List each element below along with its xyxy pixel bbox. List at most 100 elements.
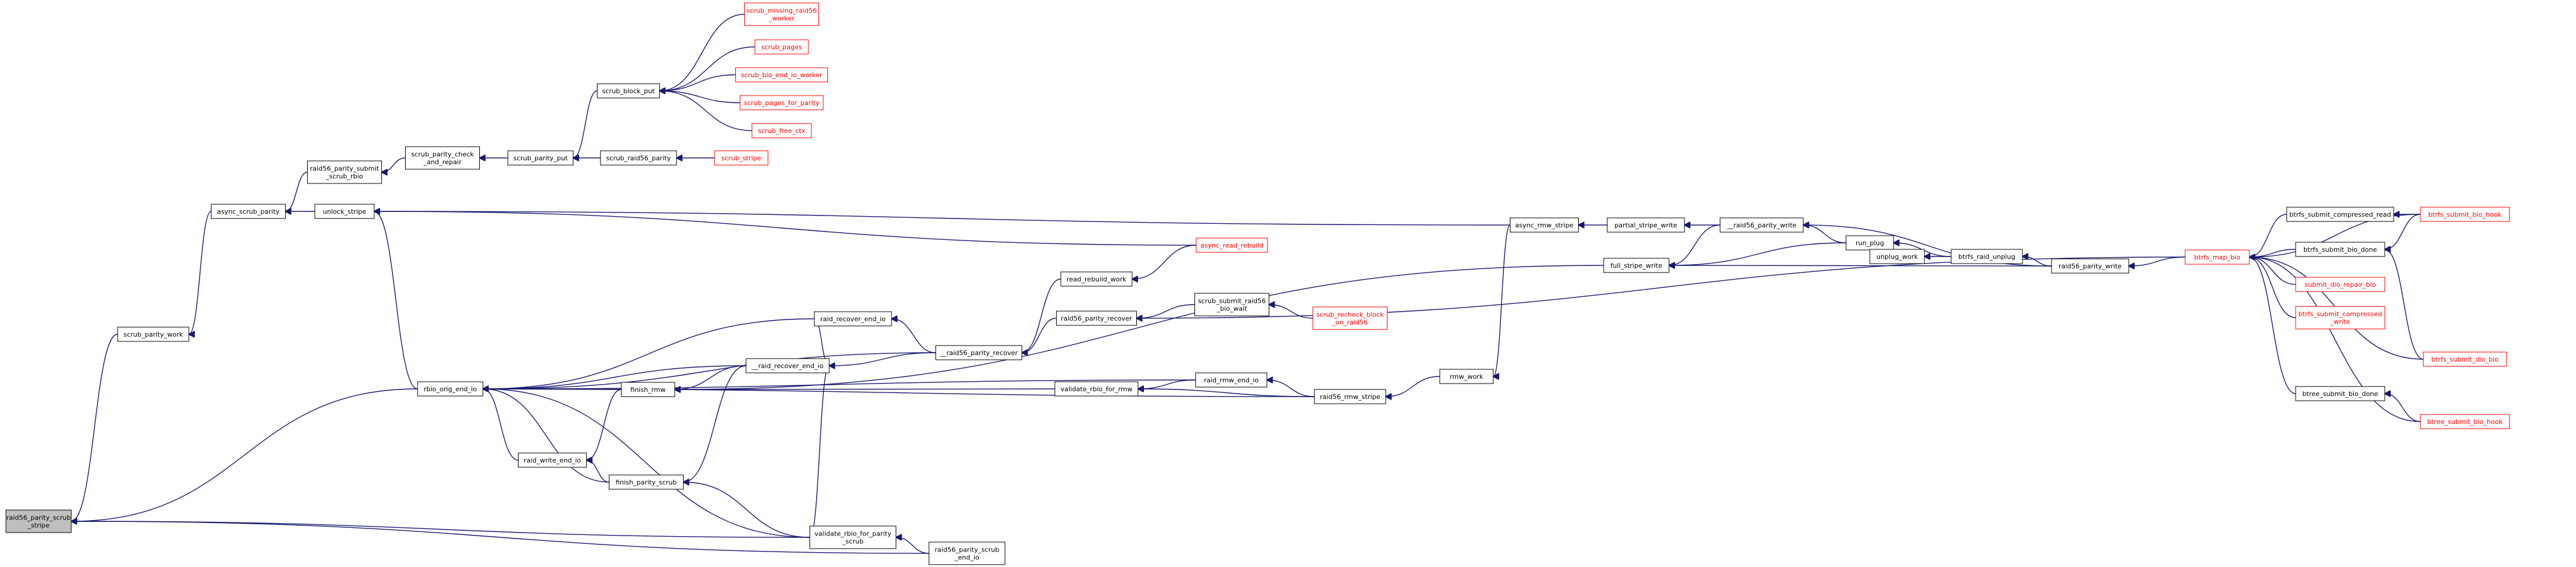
function-node-run-plug[interactable]: run_plug — [1845, 235, 1894, 251]
node-label: full_stripe_write — [1611, 262, 1662, 270]
node-label: scrub_pages — [761, 43, 802, 51]
function-node-btrfs-map-bio[interactable]: btrfs_map_bio — [2185, 249, 2250, 265]
function-node-raid-recover-end-io[interactable]: __raid_recover_end_io — [745, 358, 830, 373]
node-box — [2423, 351, 2507, 367]
node-box — [735, 67, 828, 83]
function-node-rmw-work[interactable]: rmw_work — [1439, 369, 1494, 384]
node-box — [1510, 217, 1579, 233]
node-box — [597, 83, 660, 99]
node-box — [1951, 249, 2023, 264]
function-node-raid56-parity-scrub-stripe[interactable]: raid56_parity_scrub_stripe — [5, 509, 72, 533]
function-node-raid56-parity-recover[interactable]: raid56_parity_recover — [1056, 311, 1137, 326]
function-node-scrub-raid56-parity[interactable]: scrub_raid56_parity — [600, 150, 677, 166]
function-node-raid56-parity-write[interactable]: raid56_parity_write — [2051, 258, 2129, 274]
node-label: scrub_missing_raid56 — [747, 7, 817, 15]
node-label: btrfs_map_bio — [2194, 254, 2240, 261]
function-node-scrub-parity-put[interactable]: scrub_parity_put — [507, 150, 574, 166]
node-box — [2295, 386, 2385, 401]
call-edge — [1022, 278, 1061, 353]
function-node-scrub-submit-raid56-bio-wait[interactable]: scrub_submit_raid56_bio_wait — [1194, 293, 1269, 316]
node-label: unplug_work — [1876, 253, 1918, 261]
call-edge — [483, 389, 609, 483]
function-node-scrub-free-ctx[interactable]: scrub_free_ctx — [751, 123, 812, 138]
call-edge — [896, 537, 930, 554]
function-node-btrfs-raid-unplug[interactable]: btrfs_raid_unplug — [1951, 249, 2023, 264]
function-node-submit-dio-repair-bio[interactable]: submit_dio_repair_bio — [2295, 277, 2385, 292]
function-node-full-stripe-write[interactable]: full_stripe_write — [1603, 258, 1670, 273]
function-node-raid-recover-end-io[interactable]: raid_recover_end_io — [814, 311, 892, 327]
function-node-async-rmw-stripe[interactable]: async_rmw_stripe — [1510, 217, 1579, 233]
function-node-scrub-parity-work[interactable]: scrub_parity_work — [117, 327, 189, 342]
function-node-btrfs-submit-compressed-write[interactable]: btrfs_submit_compressed_write — [2295, 306, 2385, 330]
function-node-partial-stripe-write[interactable]: partial_stripe_write — [1607, 217, 1685, 233]
call-edge — [684, 482, 810, 538]
function-node-unplug-work[interactable]: unplug_work — [1869, 249, 1925, 264]
function-node-raid-rmw-end-io[interactable]: raid_rmw_end_io — [1195, 372, 1268, 388]
call-edge — [483, 389, 519, 461]
function-node-scrub-missing-raid56-worker[interactable]: scrub_missing_raid56_worker — [744, 2, 819, 26]
call-edge — [1267, 380, 1315, 397]
node-box — [810, 525, 896, 549]
function-node-btree-submit-bio-done[interactable]: btree_submit_bio_done — [2295, 386, 2385, 401]
function-node-raid56-rmw-stripe[interactable]: raid56_rmw_stripe — [1314, 389, 1386, 404]
function-node-btrfs-submit-bio-done[interactable]: btrfs_submit_bio_done — [2295, 242, 2385, 257]
call-edge — [2249, 257, 2296, 394]
function-node-raid56-parity-submit-scrub-rbio[interactable]: raid56_parity_submit_scrub_rbio — [307, 160, 382, 184]
function-node-btree-submit-bio-hook[interactable]: btree_submit_bio_hook — [2420, 414, 2510, 429]
function-node-raid56-parity-scrub-end-io[interactable]: raid56_parity_scrub_end_io — [928, 541, 1006, 565]
node-label: _and_repair — [423, 159, 462, 166]
node-label: rbio_orig_end_io — [423, 385, 477, 393]
node-box — [609, 474, 684, 490]
node-label: submit_dio_repair_bio — [2305, 281, 2376, 289]
node-box — [2051, 258, 2129, 274]
function-node-scrub-pages[interactable]: scrub_pages — [754, 39, 809, 55]
function-node-raid56-parity-write[interactable]: __raid56_parity_write — [1720, 217, 1804, 233]
node-box — [1054, 381, 1139, 397]
call-edge — [374, 211, 1197, 246]
call-edge — [2022, 256, 2052, 267]
function-node-btrfs-submit-bio-hook[interactable]: btrfs_submit_bio_hook — [2420, 207, 2510, 222]
function-node-scrub-block-put[interactable]: scrub_block_put — [597, 83, 660, 99]
function-node-raid56-parity-recover[interactable]: __raid56_parity_recover — [935, 345, 1022, 360]
call-edge — [2385, 214, 2421, 249]
call-edge — [660, 91, 753, 131]
node-label: raid_write_end_io — [524, 457, 581, 464]
function-node-validate-rbio-for-rmw[interactable]: validate_rbio_for_rmw — [1054, 381, 1139, 397]
node-label: _end_io — [954, 554, 979, 562]
node-label: raid56_parity_recover — [1061, 315, 1133, 322]
node-label: finish_rmw — [630, 386, 665, 394]
node-box — [2420, 207, 2510, 222]
function-node-read-rebuild-work[interactable]: read_rebuild_work — [1060, 271, 1133, 287]
call-edge — [660, 46, 756, 91]
node-box — [935, 345, 1022, 360]
function-node-unlock-stripe[interactable]: unlock_stripe — [314, 204, 375, 219]
call-edge — [374, 211, 1510, 226]
function-node-scrub-bio-end-io-worker[interactable]: scrub_bio_end_io_worker — [735, 67, 828, 83]
function-node-finish-parity-scrub[interactable]: finish_parity_scrub — [609, 474, 684, 490]
node-label: async_read_rebuild — [1200, 242, 1263, 249]
node-label: validate_rbio_for_parity — [814, 530, 892, 538]
function-node-async-scrub-parity[interactable]: async_scrub_parity — [211, 204, 286, 219]
function-node-rbio-orig-end-io[interactable]: rbio_orig_end_io — [417, 381, 483, 397]
node-box — [600, 150, 677, 166]
function-node-scrub-stripe[interactable]: scrub_stripe — [714, 150, 769, 166]
function-node-scrub-pages-for-parity[interactable]: scrub_pages_for_parity — [739, 95, 824, 110]
function-node-validate-rbio-for-parity-scrub[interactable]: validate_rbio_for_parity_scrub — [810, 525, 896, 549]
call-edge — [483, 318, 815, 389]
node-label: raid_recover_end_io — [820, 315, 886, 323]
function-node-scrub-recheck-block-on-raid56[interactable]: scrub_recheck_block_on_raid56 — [1313, 306, 1387, 330]
node-box — [417, 381, 483, 397]
function-node-finish-rmw[interactable]: finish_rmw — [621, 382, 675, 397]
function-node-btrfs-submit-compressed-read[interactable]: btrfs_submit_compressed_read — [2286, 207, 2394, 222]
node-label: async_scrub_parity — [217, 208, 280, 216]
function-node-raid-write-end-io[interactable]: raid_write_end_io — [518, 452, 587, 468]
call-edge — [1386, 376, 1440, 397]
function-node-async-read-rebuild[interactable]: async_read_rebuild — [1196, 237, 1268, 253]
call-edge — [660, 74, 736, 91]
function-node-scrub-parity-check-and-repair[interactable]: scrub_parity_check_and_repair — [405, 146, 480, 170]
node-label: _stripe — [27, 522, 50, 530]
node-label: __raid56_parity_write — [1726, 221, 1796, 229]
function-node-btrfs-submit-dio-bio[interactable]: btrfs_submit_dio_bio — [2423, 351, 2507, 367]
call-edge — [1669, 224, 1721, 265]
